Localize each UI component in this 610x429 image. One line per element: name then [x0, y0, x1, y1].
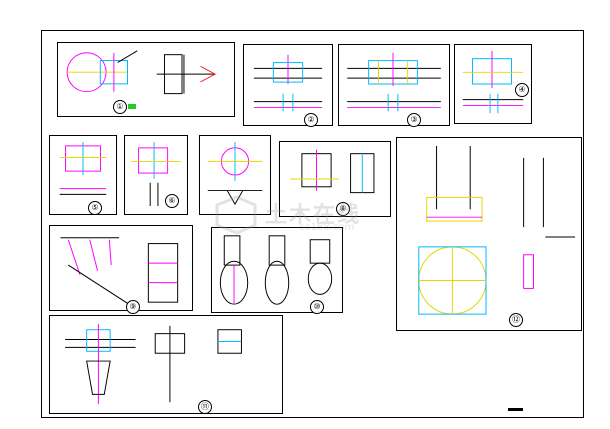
detail-drawing-2: [253, 54, 323, 112]
detail-panel-6: ⑥: [124, 135, 188, 215]
detail-drawing-1: [66, 50, 217, 95]
detail-number-9: ⑨: [126, 300, 140, 314]
detail-drawing-9: [60, 237, 179, 305]
detail-drawing-8: [290, 149, 375, 194]
detail-panel-1: ①: [57, 42, 235, 117]
detail-drawing-11: [65, 323, 242, 405]
detail-drawing-6: [130, 142, 182, 206]
detail-number-2: ②: [304, 113, 318, 127]
detail-panel-4: ④: [454, 44, 532, 124]
detail-number-3: ③: [407, 113, 421, 127]
detail-panel-5: ⑤: [49, 135, 117, 215]
detail-drawing-4: [462, 50, 524, 114]
detail-panel-7: [199, 135, 271, 215]
detail-drawing-5: [59, 142, 107, 195]
detail-panel-9: ⑨: [49, 225, 193, 314]
detail-panel-11: ⑪: [49, 315, 283, 414]
detail-number-12: ⑫: [509, 313, 523, 327]
detail-panel-8: ⑧: [279, 141, 391, 217]
detail-number-11: ⑪: [198, 400, 212, 414]
detail-number-8: ⑧: [336, 202, 350, 216]
detail-panel-3: ③: [338, 44, 450, 127]
detail-number-6: ⑥: [165, 194, 179, 208]
detail-panel-10: ⑩: [211, 227, 343, 314]
detail-number-5: ⑤: [88, 201, 102, 215]
detail-drawing-3: [347, 52, 441, 112]
title-block-mark: [508, 408, 523, 411]
detail-tag-1: [128, 104, 136, 109]
detail-number-4: ④: [515, 83, 529, 97]
sheet-border: [41, 30, 584, 418]
detail-number-1: ①: [113, 100, 127, 114]
detail-drawing-10: [219, 235, 333, 305]
detail-panel-2: ②: [243, 44, 333, 127]
detail-drawing-12: [418, 145, 576, 315]
detail-number-10: ⑩: [310, 300, 324, 314]
detail-drawing-7: [207, 141, 263, 206]
detail-panel-12: ⑫: [396, 137, 582, 331]
